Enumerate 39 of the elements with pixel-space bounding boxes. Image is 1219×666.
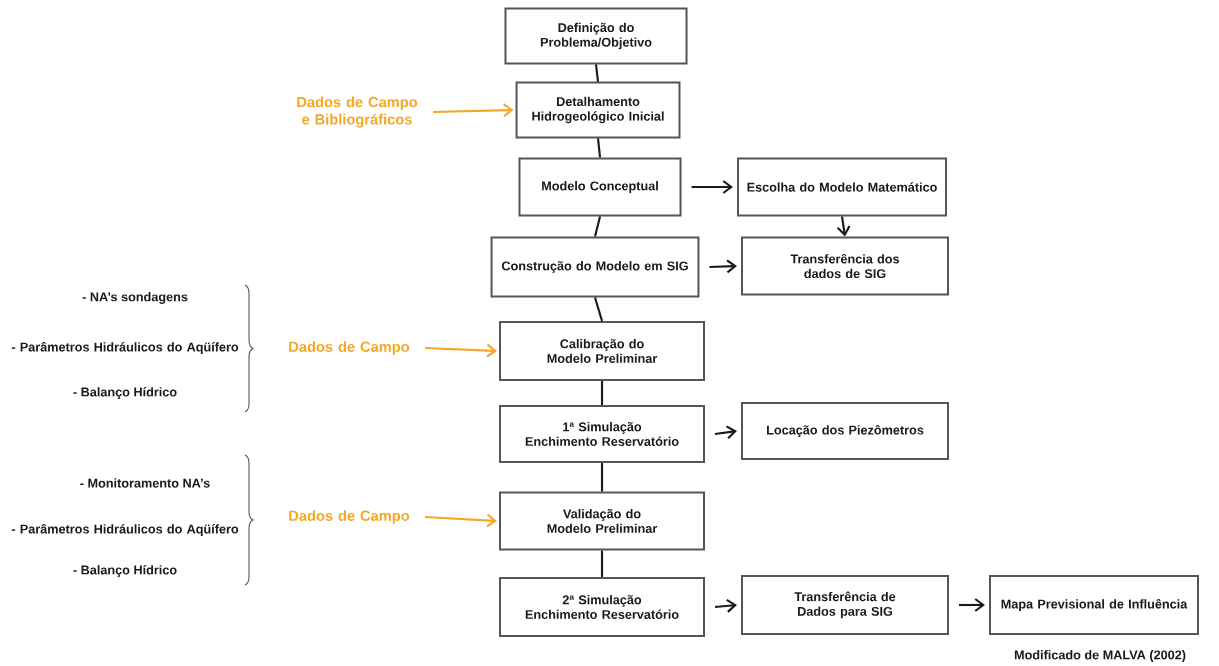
process-box: 1ª Simulação Enchimento Reservatório [499, 405, 705, 463]
arrow [959, 598, 985, 612]
arrow [425, 343, 497, 358]
arrow [691, 180, 733, 194]
connector-line [594, 297, 604, 322]
arrow [836, 216, 851, 237]
process-box: Transferência dos dados de SIG [741, 236, 949, 296]
list-item: - NA’s sondagens [82, 292, 188, 304]
connector-line [600, 463, 604, 492]
list-item: - Balanço Hídrico [73, 565, 177, 577]
arrow [709, 259, 737, 274]
process-box: Calibração do Modelo Preliminar [499, 321, 705, 381]
process-box: Mapa Previsional de Influência [989, 575, 1199, 635]
input-label: Dados de Campo e Bibliográficos [297, 96, 418, 128]
arrow [714, 425, 737, 439]
arrow [425, 513, 497, 528]
process-box: Construção do Modelo em SIG [490, 236, 700, 298]
list-item: - Parâmetros Hidráulicos do Aqüífero [11, 341, 239, 355]
list-item: - Balanço Hídrico [73, 387, 177, 399]
citation-text: Modificado de MALVA (2002) [1014, 650, 1186, 662]
arrow [433, 103, 514, 118]
list-item: - Parâmetros Hidráulicos do Aqüífero [11, 523, 239, 537]
connector-line [596, 138, 602, 158]
input-label: Dados de Campo [289, 510, 410, 524]
process-box: Definição do Problema/Objetivo [504, 7, 688, 65]
arrow [714, 599, 737, 613]
process-box: Escolha do Modelo Matemático [737, 157, 947, 217]
connector-line [594, 64, 600, 82]
list-item: - Monitoramento NA’s [80, 478, 210, 488]
connector-line [600, 381, 604, 405]
process-box: Transferência de Dados para SIG [741, 575, 949, 635]
connector-line [600, 550, 604, 577]
process-box: Validação do Modelo Preliminar [499, 491, 705, 551]
process-box: Detalhamento Hidrogeológico Inicial [515, 81, 681, 139]
process-box: Modelo Conceptual [518, 157, 682, 217]
process-box: 2ª Simulação Enchimento Reservatório [499, 577, 705, 637]
input-label: Dados de Campo [289, 341, 410, 355]
process-box: Locação dos Piezômetros [741, 402, 949, 460]
connector-line [593, 216, 602, 237]
